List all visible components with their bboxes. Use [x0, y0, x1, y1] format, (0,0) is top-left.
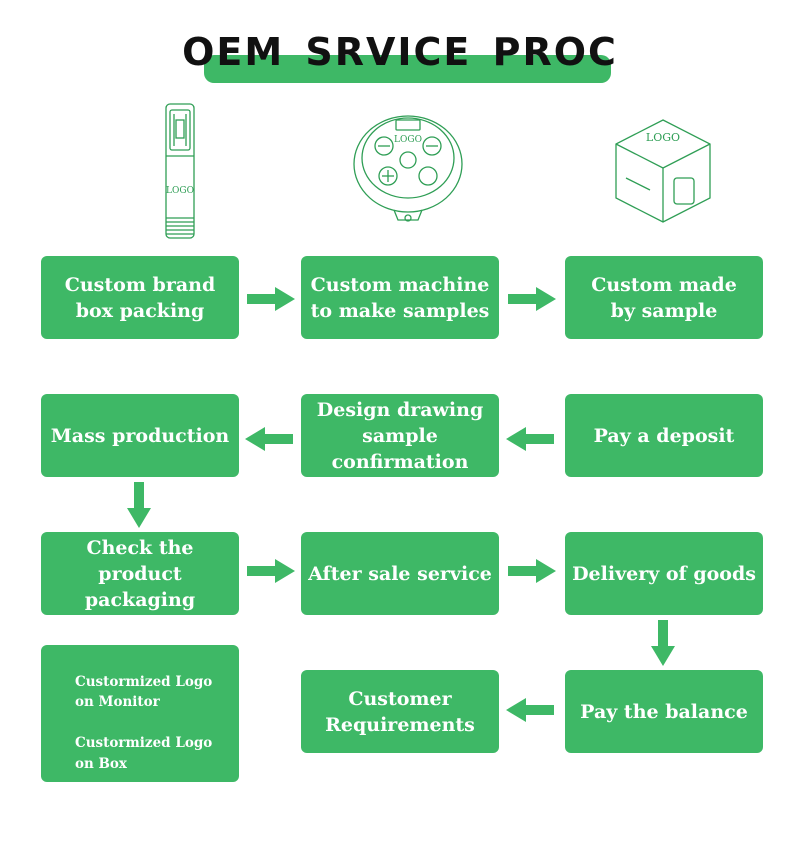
note-logo-box: Custormized Logo on Box: [75, 735, 213, 772]
arrow-left-icon: [506, 427, 554, 451]
step-check-product-packaging: Check the product packaging: [41, 532, 239, 615]
arrow-right-icon: [508, 559, 556, 583]
arrow-right-icon: [247, 287, 295, 311]
pen-logo-label: LOGO: [166, 186, 194, 196]
step-custom-brand-box-packing: Custom brand box packing: [41, 256, 239, 339]
arrow-right-icon: [247, 559, 295, 583]
step-after-sale-service: After sale service: [301, 532, 499, 615]
arrow-right-icon: [508, 287, 556, 311]
arrow-down-icon: [127, 482, 151, 528]
tattoo-pen-icon: LOGO: [165, 103, 195, 239]
box-icon: LOGO: [615, 119, 711, 223]
step-design-drawing-confirmation: Design drawing sample confirmation: [301, 394, 499, 477]
note-logo-monitor: Custormized Logo on Monitor: [75, 673, 213, 711]
title-bar: [204, 55, 611, 83]
cube-logo-label: LOGO: [646, 131, 680, 144]
arrow-down-icon: [651, 620, 675, 666]
step-pay-balance: Pay the balance: [565, 670, 763, 753]
step-delivery-of-goods: Delivery of goods: [565, 532, 763, 615]
step-mass-production: Mass production: [41, 394, 239, 477]
step-customer-requirements: Customer Requirements: [301, 670, 499, 753]
page-title: OEM SRVICE PROC: [182, 30, 618, 74]
note-logo-machine-pen: Customized Logo on Machine Pen: [75, 796, 229, 834]
step-custom-made-by-sample: Custom made by sample: [565, 256, 763, 339]
step-custom-machine-samples: Custom machine to make samples: [301, 256, 499, 339]
customization-notes: Custormized Logo on Monitor Custormized …: [41, 645, 239, 833]
power-supply-icon: LOGO: [353, 115, 463, 222]
controller-logo-label: LOGO: [394, 135, 422, 145]
arrow-left-icon: [506, 698, 554, 722]
step-pay-deposit: Pay a deposit: [565, 394, 763, 477]
arrow-left-icon: [245, 427, 293, 451]
